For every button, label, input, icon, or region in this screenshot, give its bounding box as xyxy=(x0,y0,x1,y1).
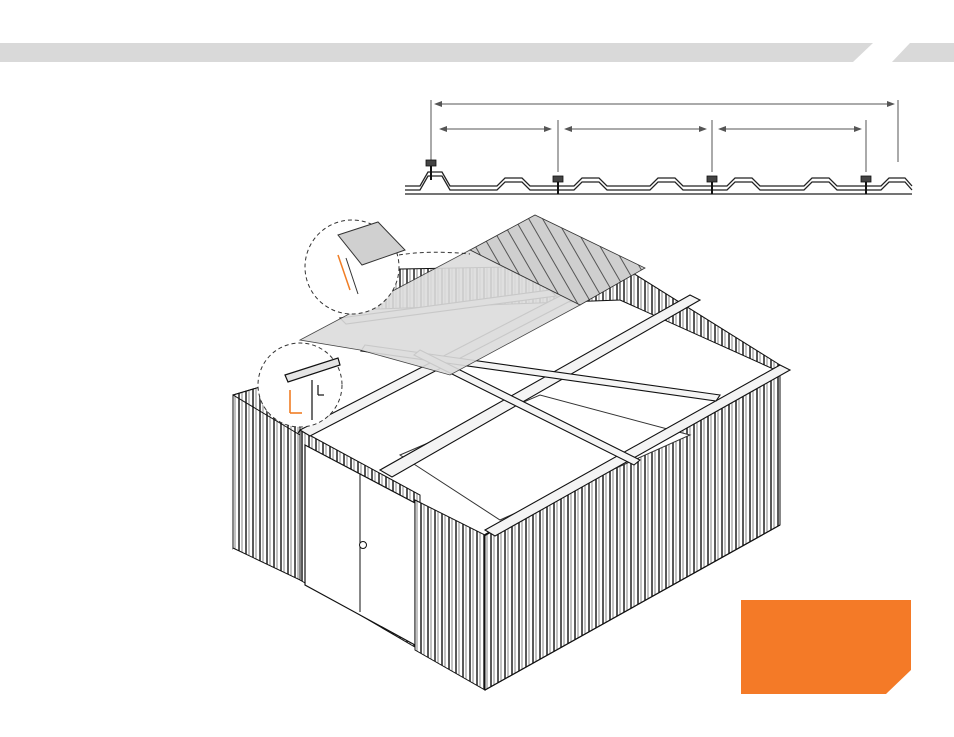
roof-profile-detail xyxy=(400,95,920,205)
shed-illustration xyxy=(225,205,805,695)
step-badge xyxy=(741,600,912,694)
header-band xyxy=(0,0,954,64)
